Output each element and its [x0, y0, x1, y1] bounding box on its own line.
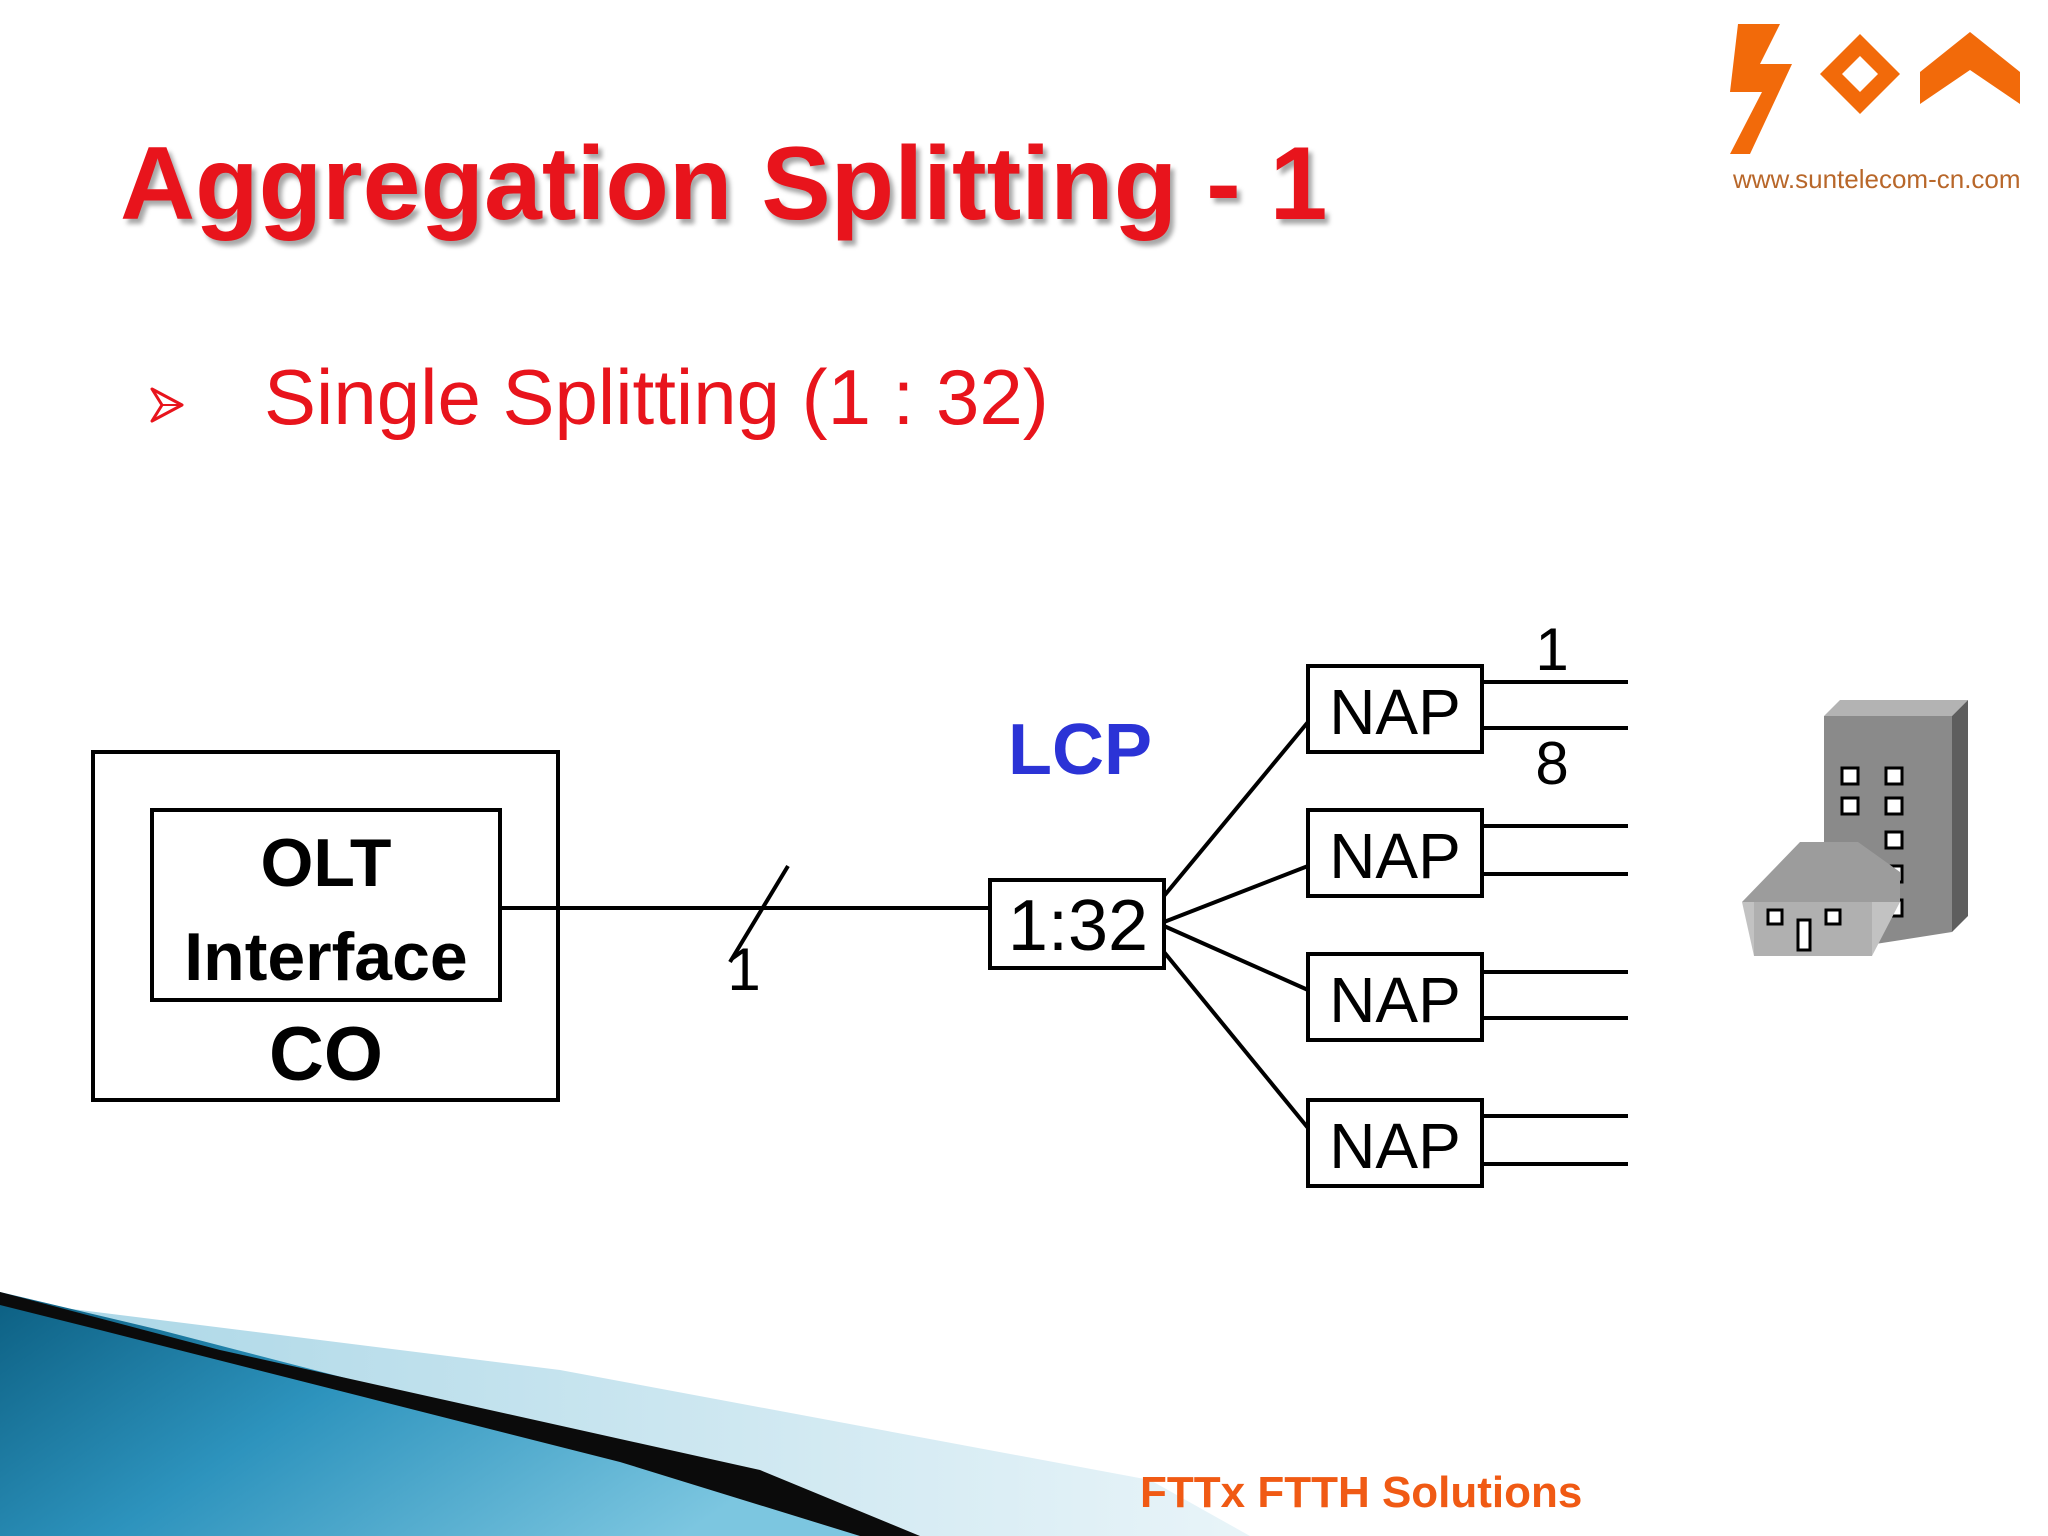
- olt-label: OLT: [261, 825, 392, 901]
- nap-label: NAP: [1329, 676, 1461, 748]
- olt-interface-box: [150, 808, 502, 1002]
- co-label: CO: [269, 1012, 383, 1097]
- nap-box: [1306, 1098, 1484, 1188]
- interface-label: Interface: [184, 919, 467, 995]
- arrow-bullet-icon: [150, 387, 184, 422]
- drop-first-label: 1: [1535, 616, 1568, 683]
- drop-lines: [1482, 680, 1628, 1166]
- distribution-line: [1162, 950, 1310, 1130]
- feeder-count-tick: [728, 864, 790, 964]
- distribution-line: [1162, 720, 1310, 898]
- feeder-count-label: 1: [727, 936, 760, 1003]
- splitter-box: [988, 878, 1166, 970]
- company-logo: [1730, 24, 2020, 154]
- nap-box: [1306, 952, 1484, 1042]
- co-box: [91, 750, 560, 1102]
- logo-url: www.suntelecom-cn.com: [1733, 164, 2021, 194]
- bullet-text: Single Splitting (1 : 32): [264, 353, 1049, 441]
- bullet-item: Single Splitting (1 : 32): [150, 352, 1049, 443]
- nap-box: [1306, 808, 1484, 898]
- distribution-line: [1163, 924, 1309, 992]
- footer-text: FTTx FTTH Solutions: [1140, 1468, 1583, 1517]
- drop-last-label: 8: [1535, 730, 1568, 797]
- slide-title: Aggregation Splitting - 1: [120, 126, 1328, 242]
- nap-box: [1306, 664, 1484, 754]
- lcp-label: LCP: [1008, 710, 1152, 790]
- buildings-icon: [1742, 700, 1968, 956]
- nap-label: NAP: [1329, 820, 1461, 892]
- distribution-line: [1163, 864, 1309, 924]
- splitter-ratio-label: 1:32: [1008, 886, 1148, 966]
- nap-label: NAP: [1329, 964, 1461, 1036]
- nap-label: NAP: [1329, 1110, 1461, 1182]
